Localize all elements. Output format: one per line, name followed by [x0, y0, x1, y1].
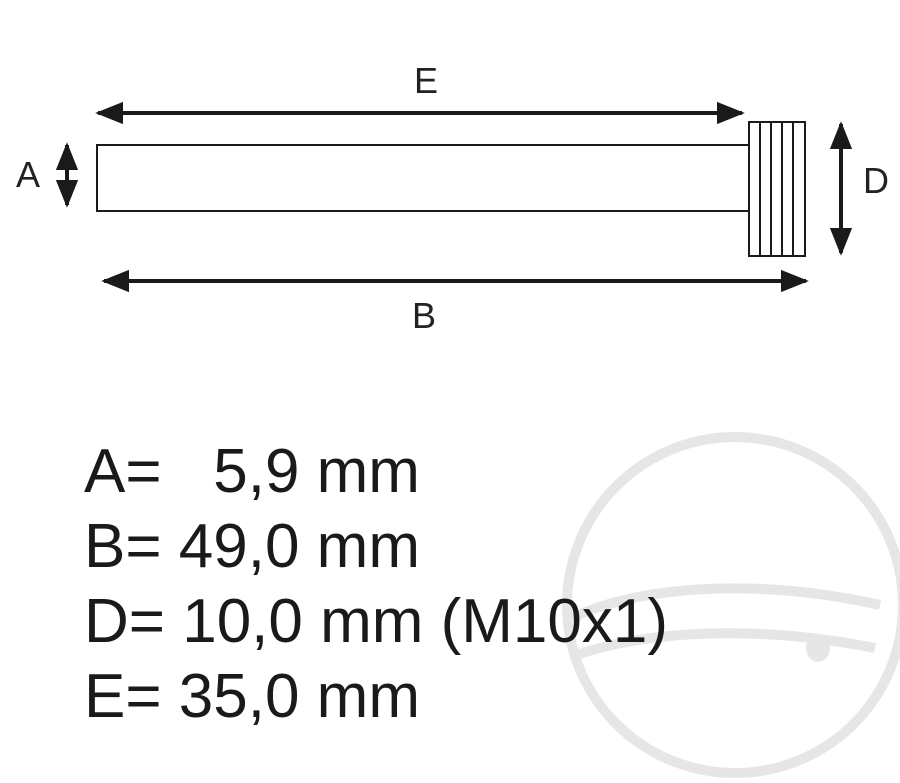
spec-a: A= 5,9 mm [84, 437, 420, 506]
pin-head [748, 121, 806, 257]
dimension-a-label: A [16, 154, 40, 195]
spec-b: B= 49,0 mm [84, 512, 420, 581]
pin-shaft [96, 144, 750, 212]
helmet-logo-watermark [562, 432, 900, 778]
dimension-b-label: B [412, 295, 436, 336]
dimension-d-label: D [863, 160, 889, 201]
spec-e: E= 35,0 mm [84, 662, 420, 731]
spec-d: D= 10,0 mm (M10x1) [84, 587, 669, 656]
dimension-spec-list: A= 5,9 mm B= 49,0 mm D= 10,0 mm (M10x1) … [84, 434, 668, 734]
dimension-e-label: E [414, 60, 438, 101]
